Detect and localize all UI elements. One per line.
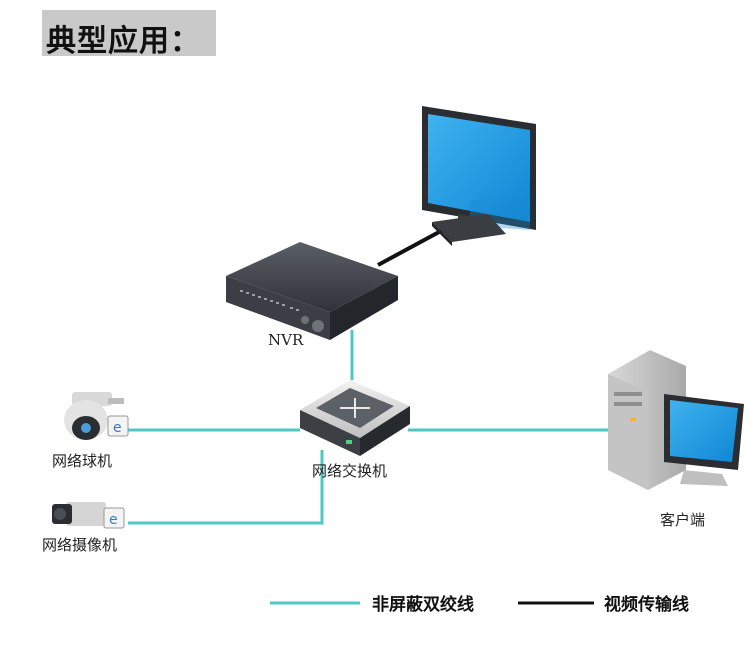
utp-line-camera-switch	[128, 450, 324, 525]
dome-camera-icon: e	[64, 392, 129, 440]
nvr-label: NVR	[268, 331, 304, 349]
page-title: 典型应用：	[46, 24, 201, 59]
title-banner: 典型应用：	[42, 10, 216, 59]
client-label: 客户端	[660, 511, 705, 529]
connections	[128, 223, 608, 525]
legend-utp-label: 非屏蔽双绞线	[372, 594, 474, 615]
svg-text:e: e	[109, 512, 118, 528]
legend: 非屏蔽双绞线 视频传输线	[270, 594, 689, 615]
box-camera-icon: e	[52, 502, 125, 529]
switch-label: 网络交换机	[312, 462, 387, 480]
client-pc-icon	[608, 350, 744, 490]
svg-text:e: e	[113, 420, 122, 436]
nvr-icon	[226, 242, 398, 340]
switch-icon	[300, 380, 410, 456]
camera-label: 网络摄像机	[42, 536, 117, 554]
monitor-icon	[422, 106, 536, 246]
legend-video-label: 视频传输线	[604, 594, 689, 615]
dome-label: 网络球机	[52, 452, 112, 470]
